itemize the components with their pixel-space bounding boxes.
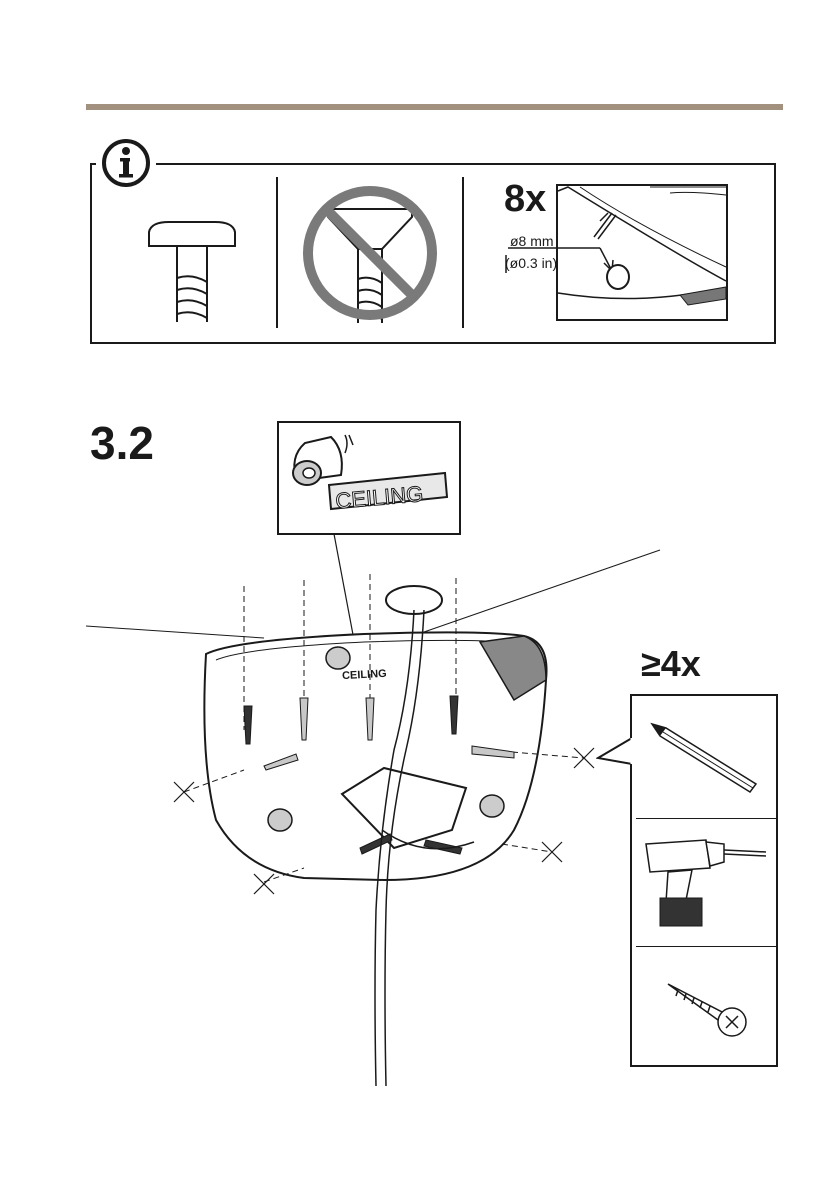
info-divider bbox=[276, 177, 278, 328]
info-divider bbox=[462, 177, 464, 328]
step-number: 3.2 bbox=[90, 420, 154, 466]
info-icon bbox=[96, 138, 156, 194]
hole-detail-illustration bbox=[500, 183, 730, 323]
drill-icon bbox=[640, 832, 770, 932]
tools-callout-pointer bbox=[596, 736, 636, 766]
screw-icon bbox=[664, 976, 754, 1040]
header-rule bbox=[86, 104, 783, 110]
pencil-icon bbox=[644, 718, 764, 798]
mount-ceiling-label: CEILING bbox=[342, 668, 387, 682]
countersunk-screw-prohibited-icon bbox=[300, 183, 440, 329]
pan-head-screw-icon bbox=[145, 218, 239, 330]
mount-bracket-illustration: CEILING bbox=[84, 530, 684, 1090]
tool-count: ≥4x bbox=[641, 646, 701, 682]
tool-separator bbox=[636, 818, 776, 819]
ceiling-label-zoom: CEILING bbox=[277, 421, 461, 535]
tool-separator bbox=[636, 946, 776, 947]
